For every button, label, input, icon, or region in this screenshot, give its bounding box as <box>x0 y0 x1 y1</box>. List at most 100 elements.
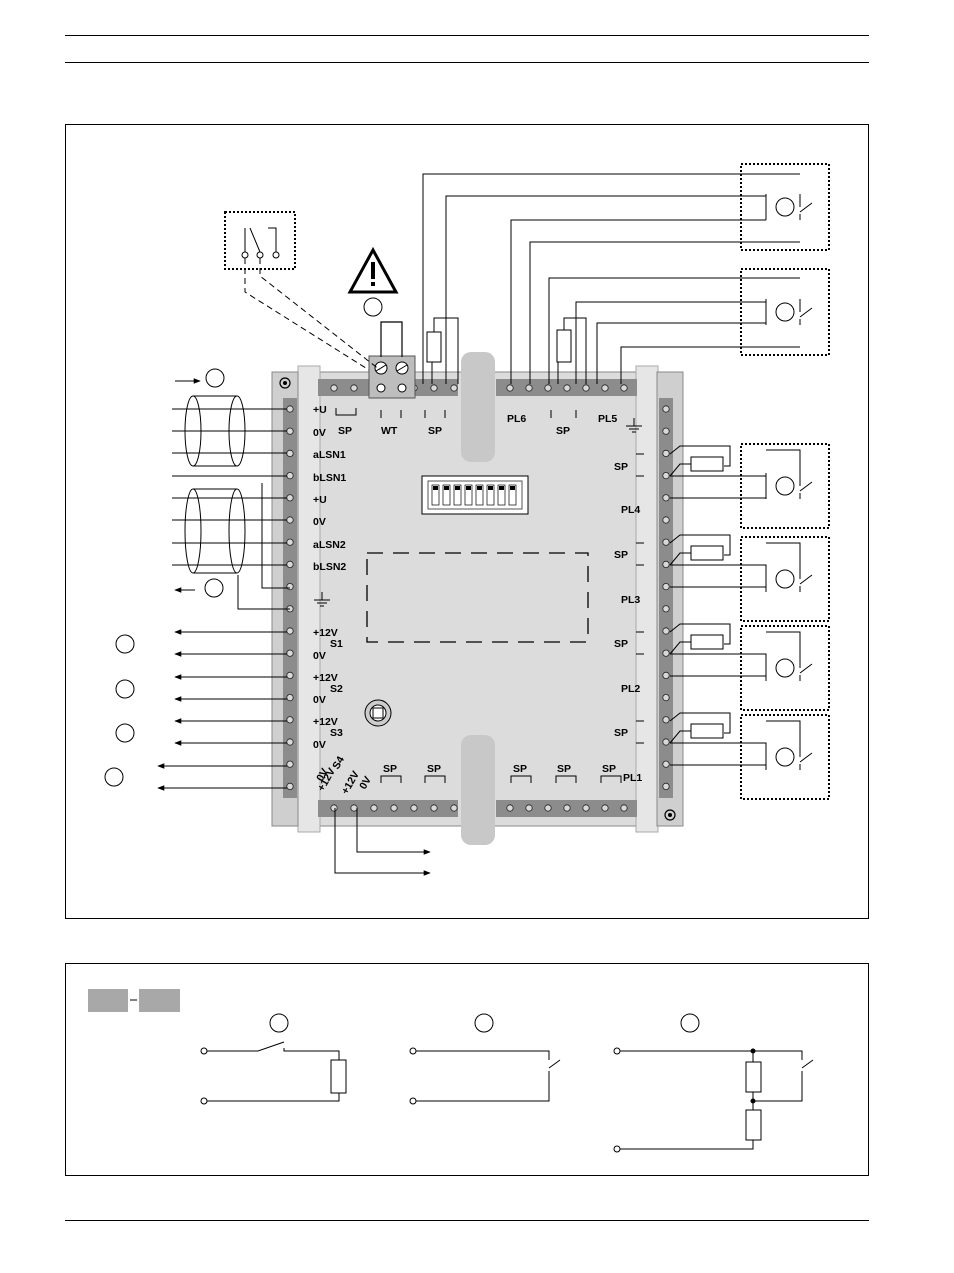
terminal-screw <box>287 717 293 723</box>
terminal-screw <box>663 694 669 700</box>
terminal-screw <box>431 805 437 811</box>
resistor-icon <box>691 546 723 560</box>
relay-contact-icon <box>741 269 829 355</box>
terminal-screw <box>287 739 293 745</box>
relay-label: PL5 <box>598 413 617 425</box>
terminal-screw <box>663 606 669 612</box>
terminal-screw <box>564 385 570 391</box>
terminal-screw <box>507 385 513 391</box>
terminal-screw <box>545 805 551 811</box>
terminal-screw <box>287 561 293 567</box>
legend-swatch-1 <box>88 989 128 1012</box>
output-wiring <box>670 446 800 770</box>
relay-label: SP <box>614 638 628 650</box>
callout-circle <box>105 768 123 786</box>
warning-triangle-icon <box>350 250 396 292</box>
terminal-screw <box>663 650 669 656</box>
terminal-screw <box>663 672 669 678</box>
terminal-label: bLSN2 <box>313 561 346 573</box>
terminal-screw <box>287 628 293 634</box>
terminal-screw <box>287 783 293 789</box>
terminal-screw <box>287 761 293 767</box>
terminal-screw <box>287 517 293 523</box>
terminal-screw <box>351 805 357 811</box>
terminal-screw <box>451 385 457 391</box>
terminal-screw <box>287 472 293 478</box>
relay-label: PL3 <box>621 594 640 606</box>
terminal-screw <box>583 385 589 391</box>
terminal-group-label: SP <box>427 763 441 775</box>
relay-label: SP <box>614 727 628 739</box>
input-callouts <box>105 635 134 786</box>
cable-bundles <box>185 396 245 573</box>
resistor-icon <box>691 635 723 649</box>
relay-contact-icon <box>741 626 829 710</box>
terminal-screw <box>287 406 293 412</box>
terminal-screw <box>287 428 293 434</box>
terminal-screw <box>602 805 608 811</box>
relay-label: SP <box>614 549 628 561</box>
terminal-screw <box>663 517 669 523</box>
relay-label: PL1 <box>623 772 642 784</box>
terminal-label: bLSN1 <box>313 472 346 484</box>
terminal-screw <box>451 805 457 811</box>
input-terminal-label: 0V <box>313 694 326 706</box>
relay-contact-icon <box>741 715 829 799</box>
terminal-screw <box>663 450 669 456</box>
terminal-group-label: SP <box>513 763 527 775</box>
input-terminal-label: S3 <box>330 727 343 739</box>
resistor-icon <box>691 457 723 471</box>
terminal-label: +U <box>313 494 327 506</box>
terminal-screw <box>331 805 337 811</box>
terminal-screw <box>411 805 417 811</box>
terminal-screw <box>526 385 532 391</box>
terminal-screw <box>621 385 627 391</box>
input-terminal-label: S2 <box>330 683 343 695</box>
terminal-screw <box>663 628 669 634</box>
terminal-screw <box>663 739 669 745</box>
callout-circle <box>116 635 134 653</box>
terminal-group-label: SP <box>383 763 397 775</box>
relay-label: PL2 <box>621 683 640 695</box>
callout-circle <box>116 680 134 698</box>
terminal-screw <box>331 385 337 391</box>
terminal-screw <box>507 805 513 811</box>
terminal-screw <box>287 495 293 501</box>
legend-circuit-2 <box>410 1014 560 1104</box>
terminal-screw <box>287 450 293 456</box>
relay-contact-icon <box>741 537 829 621</box>
terminal-screw <box>602 385 608 391</box>
resistor-icon <box>691 724 723 738</box>
terminal-screw <box>621 805 627 811</box>
terminal-label: 0V <box>313 427 326 439</box>
terminal-screw <box>351 385 357 391</box>
terminal-group-label: SP <box>428 425 442 437</box>
input-terminal-label: 0V <box>313 739 326 751</box>
terminal-screw <box>663 539 669 545</box>
callout-circle <box>116 724 134 742</box>
terminal-screw <box>391 805 397 811</box>
terminal-group-label: SP <box>602 763 616 775</box>
relay-contact-icon <box>741 444 829 528</box>
terminal-group-label: WT <box>381 425 398 437</box>
input-terminal-label: S1 <box>330 638 343 650</box>
terminal-screw <box>287 694 293 700</box>
terminal-screw <box>663 406 669 412</box>
terminal-screw <box>287 539 293 545</box>
terminal-screw <box>431 385 437 391</box>
terminal-label: aLSN1 <box>313 449 346 461</box>
terminal-screw <box>663 472 669 478</box>
relay-label: PL6 <box>507 413 526 425</box>
terminal-screw <box>663 761 669 767</box>
terminal-screw <box>526 805 532 811</box>
relay-contact-icon <box>741 164 829 250</box>
terminal-screw <box>287 583 293 589</box>
legend-circuit-3 <box>614 1014 813 1152</box>
terminal-group-label: SP <box>556 425 570 437</box>
terminal-label: 0V <box>313 516 326 528</box>
terminal-screw <box>663 583 669 589</box>
terminal-screw <box>564 805 570 811</box>
tamper-contact-icon <box>365 700 391 726</box>
terminal-screw <box>663 561 669 567</box>
